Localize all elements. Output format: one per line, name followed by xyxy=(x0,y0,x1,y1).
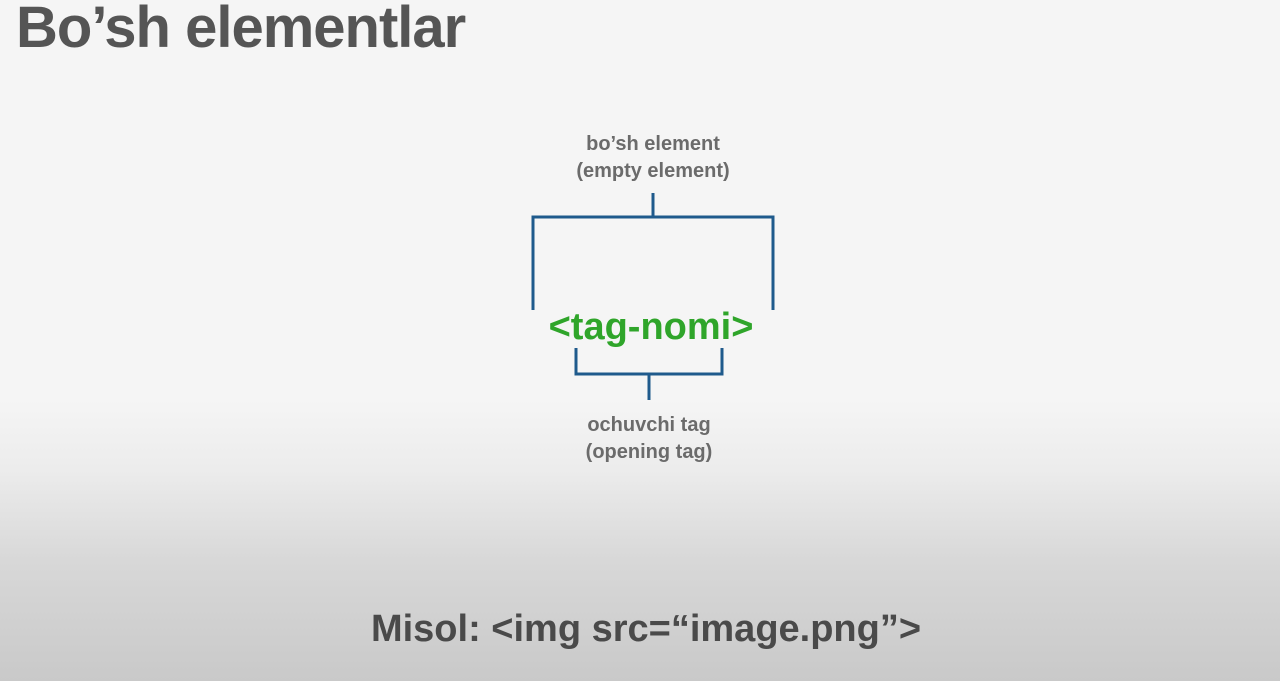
opening-tag-bracket xyxy=(574,348,724,400)
empty-element-label-line1: bo’sh element xyxy=(586,133,720,155)
opening-tag-label-line2: (opening tag) xyxy=(585,441,713,463)
empty-element-label: bo’sh element (empty element) xyxy=(503,131,803,185)
opening-tag-label-line1: ochuvchi tag xyxy=(587,414,711,436)
example-text: Misol: <img src=“image.png”> xyxy=(370,608,922,650)
empty-element-label-line2: (empty element) xyxy=(576,160,730,182)
empty-element-bracket xyxy=(531,193,775,310)
opening-tag-label: ochuvchi tag (opening tag) xyxy=(499,412,799,466)
tag-name-syntax: <tag-nomi> xyxy=(548,306,754,348)
slide-title: Bo’sh elementlar xyxy=(16,0,466,60)
